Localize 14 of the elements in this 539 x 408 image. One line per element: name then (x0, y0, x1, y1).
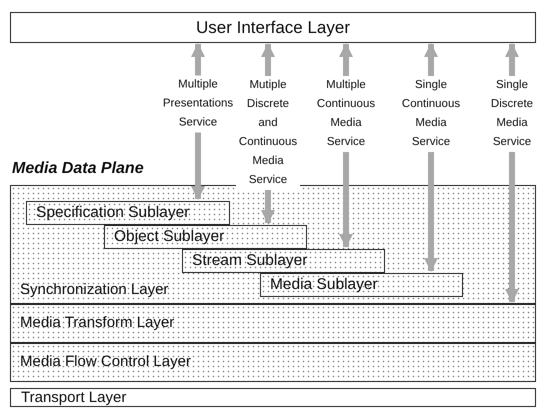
layer-title: Media Transform Layer (20, 314, 174, 331)
layer-title: Synchronization Layer (20, 282, 168, 298)
sublayer-box: Media Sublayer (260, 273, 463, 297)
edge-label: Mutiple Discrete and Continuous Media Service (236, 76, 300, 190)
layer-band (10, 304, 536, 343)
sublayer-box: Specification Sublayer (26, 201, 230, 225)
layer-band (10, 185, 536, 304)
sublayer-box: Stream Sublayer (182, 249, 385, 273)
plane-title: Media Data Plane (12, 160, 144, 178)
sublayer-box: Object Sublayer (104, 225, 307, 249)
layer-title: Media Flow Control Layer (20, 354, 191, 370)
layer-box: User Interface Layer (10, 12, 536, 43)
layer-band (10, 343, 536, 382)
layer-box: Transport Layer (10, 388, 536, 407)
